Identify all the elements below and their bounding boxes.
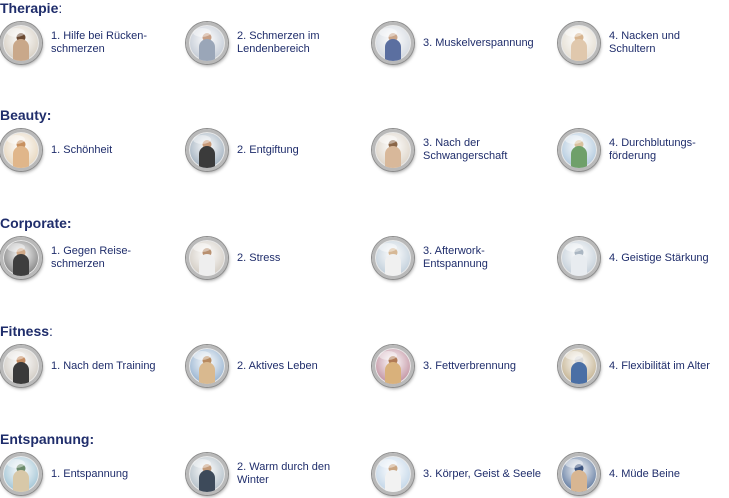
item-link[interactable]: 1. Gegen Reise- schmerzen — [0, 235, 180, 281]
item-label[interactable]: 4. Durchblutungs- förderung — [609, 137, 696, 162]
item-link[interactable]: 1. Entspannung — [0, 451, 180, 497]
thumbnail-image[interactable] — [558, 345, 600, 387]
item-link[interactable]: 3. Fettverbrennung — [372, 343, 552, 389]
item-label[interactable]: 4. Müde Beine — [609, 467, 680, 480]
item-link[interactable]: 2. Schmerzen im Lendenbereich — [186, 20, 366, 66]
thumbnail-image[interactable] — [186, 345, 228, 387]
item-label[interactable]: 1. Entspannung — [51, 467, 129, 480]
thumbnail-image[interactable] — [372, 22, 414, 64]
section-title: Corporate: — [0, 215, 72, 231]
item-link[interactable]: 4. Durchblutungs- förderung — [558, 127, 726, 173]
section-title: Fitness: — [0, 323, 53, 339]
thumbnail-image[interactable] — [558, 453, 600, 495]
item-label[interactable]: 4. Flexibilität im Alter — [609, 359, 710, 372]
item-link[interactable]: 2. Warm durch den Winter — [186, 451, 366, 497]
item-link[interactable]: 3. Körper, Geist & Seele — [372, 451, 552, 497]
thumbnail-image[interactable] — [558, 22, 600, 64]
item-label[interactable]: 3. Fettverbrennung — [423, 359, 516, 372]
thumbnail-image[interactable] — [558, 237, 600, 279]
item-label[interactable]: 2. Entgiftung — [237, 143, 299, 156]
thumbnail-image[interactable] — [372, 345, 414, 387]
thumbnail-image[interactable] — [0, 129, 42, 171]
item-link[interactable]: 1. Schönheit — [0, 127, 180, 173]
thumbnail-image[interactable] — [0, 345, 42, 387]
section-title: Therapie: — [0, 0, 63, 16]
item-label[interactable]: 2. Schmerzen im Lendenbereich — [237, 30, 320, 55]
item-link[interactable]: 1. Nach dem Training — [0, 343, 180, 389]
item-label[interactable]: 4. Geistige Stärkung — [609, 251, 709, 264]
item-label[interactable]: 1. Gegen Reise- schmerzen — [51, 245, 132, 270]
section-title: Beauty: — [0, 107, 52, 123]
thumbnail-image[interactable] — [186, 129, 228, 171]
item-label[interactable]: 3. Afterwork- Entspannung — [423, 245, 488, 270]
item-link[interactable]: 3. Afterwork- Entspannung — [372, 235, 552, 281]
item-link[interactable]: 4. Müde Beine — [558, 451, 726, 497]
item-label[interactable]: 2. Warm durch den Winter — [237, 461, 331, 486]
item-link[interactable]: 4. Geistige Stärkung — [558, 235, 726, 281]
item-link[interactable]: 3. Muskelverspannung — [372, 20, 552, 66]
item-label[interactable]: 3. Körper, Geist & Seele — [423, 467, 542, 480]
item-link[interactable]: 2. Entgiftung — [186, 127, 366, 173]
item-label[interactable]: 2. Aktives Leben — [237, 359, 318, 372]
item-link[interactable]: 1. Hilfe bei Rücken- schmerzen — [0, 20, 180, 66]
thumbnail-image[interactable] — [0, 22, 42, 64]
item-link[interactable]: 2. Aktives Leben — [186, 343, 366, 389]
section-title: Entspannung: — [0, 431, 95, 447]
item-link[interactable]: 2. Stress — [186, 235, 366, 281]
item-label[interactable]: 1. Nach dem Training — [51, 359, 156, 372]
thumbnail-image[interactable] — [186, 22, 228, 64]
item-label[interactable]: 1. Hilfe bei Rücken- schmerzen — [51, 30, 147, 55]
thumbnail-image[interactable] — [0, 453, 42, 495]
thumbnail-image[interactable] — [0, 237, 42, 279]
thumbnail-image[interactable] — [372, 453, 414, 495]
thumbnail-image[interactable] — [558, 129, 600, 171]
item-link[interactable]: 4. Nacken und Schultern — [558, 20, 726, 66]
thumbnail-image[interactable] — [372, 237, 414, 279]
item-label[interactable]: 4. Nacken und Schultern — [609, 30, 680, 55]
item-label[interactable]: 3. Muskelverspannung — [423, 36, 534, 49]
thumbnail-image[interactable] — [186, 237, 228, 279]
item-link[interactable]: 4. Flexibilität im Alter — [558, 343, 726, 389]
thumbnail-image[interactable] — [372, 129, 414, 171]
thumbnail-image[interactable] — [186, 453, 228, 495]
item-label[interactable]: 3. Nach der Schwangerschaft — [423, 137, 508, 162]
item-label[interactable]: 1. Schönheit — [51, 143, 113, 156]
item-link[interactable]: 3. Nach der Schwangerschaft — [372, 127, 552, 173]
item-label[interactable]: 2. Stress — [237, 251, 281, 264]
